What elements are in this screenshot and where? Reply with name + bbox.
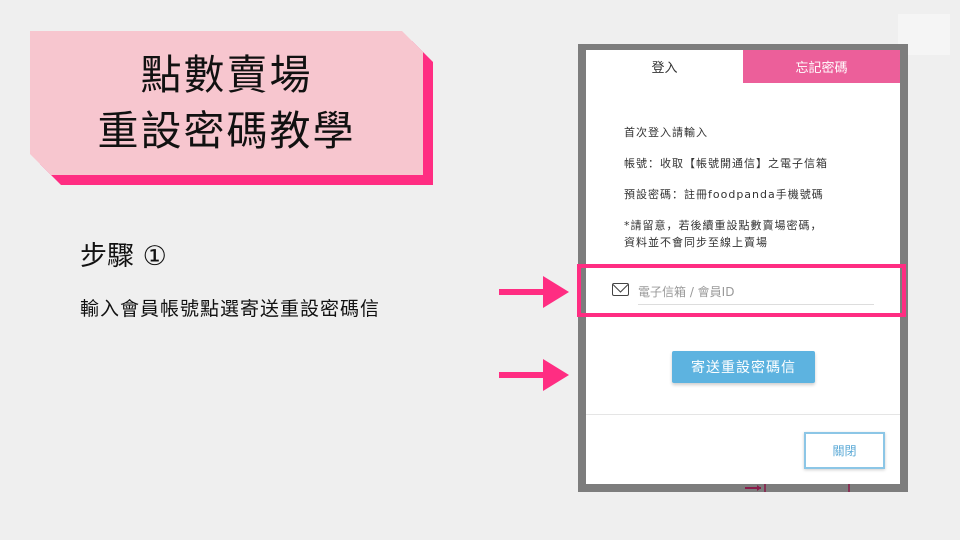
background-arrow-icon xyxy=(745,484,850,492)
envelope-icon xyxy=(612,283,629,296)
step-heading: 步驟 ① xyxy=(80,241,167,272)
tab-login[interactable]: 登入 xyxy=(651,61,678,76)
info-text: *請留意，若後續重設點數賣場密碼， xyxy=(624,219,823,232)
divider xyxy=(586,414,900,415)
close-button[interactable]: 關閉 xyxy=(804,432,885,469)
info-text: 資料並不會同步至線上賣場 xyxy=(624,236,768,249)
send-reset-email-button[interactable]: 寄送重設密碼信 xyxy=(672,351,815,383)
highlight-box xyxy=(577,264,906,317)
arrow-right-icon xyxy=(499,359,569,391)
info-text: 首次登入請輸入 xyxy=(624,126,708,139)
arrow-right-icon xyxy=(499,276,569,308)
step-description: 輸入會員帳號點選寄送重設密碼信 xyxy=(80,298,381,320)
tab-forgot-password[interactable]: 忘記密碼 xyxy=(743,50,900,83)
info-text: 預設密碼：註冊foodpanda手機號碼 xyxy=(624,188,824,201)
email-input[interactable] xyxy=(638,280,874,305)
info-text: 帳號：收取【帳號開通信】之電子信箱 xyxy=(624,157,828,170)
title-line-2: 重設密碼教學 xyxy=(97,107,356,155)
title-line-1: 點數賣場 xyxy=(140,51,313,99)
title-banner: 點數賣場 重設密碼教學 xyxy=(30,31,423,175)
